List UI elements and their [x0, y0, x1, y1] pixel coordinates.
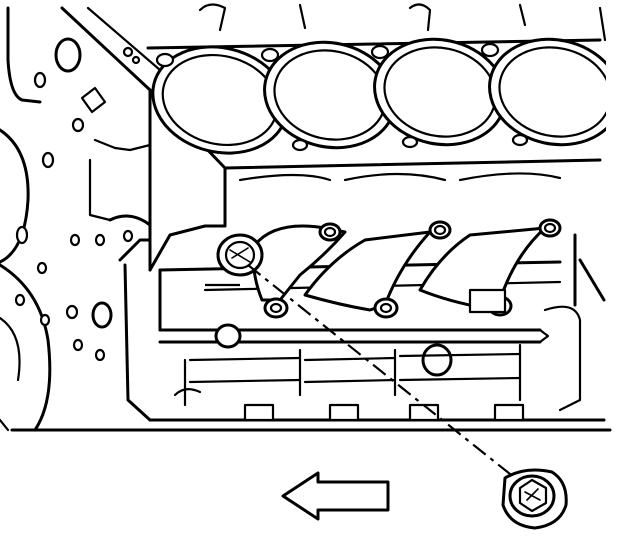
right-crop: [606, 0, 640, 550]
oil-gallery-tube: [158, 323, 550, 377]
oil-gallery-plug: [501, 468, 568, 530]
left-side-holes: [14, 37, 141, 362]
crankcase: [158, 166, 606, 332]
head-gasket-bores: [151, 37, 622, 155]
gallery-plug-opening: [216, 233, 264, 277]
block-left-side: [0, 6, 227, 432]
direction-arrow: [281, 471, 390, 521]
pan-rail: [10, 305, 612, 432]
installation-line: [247, 264, 516, 479]
